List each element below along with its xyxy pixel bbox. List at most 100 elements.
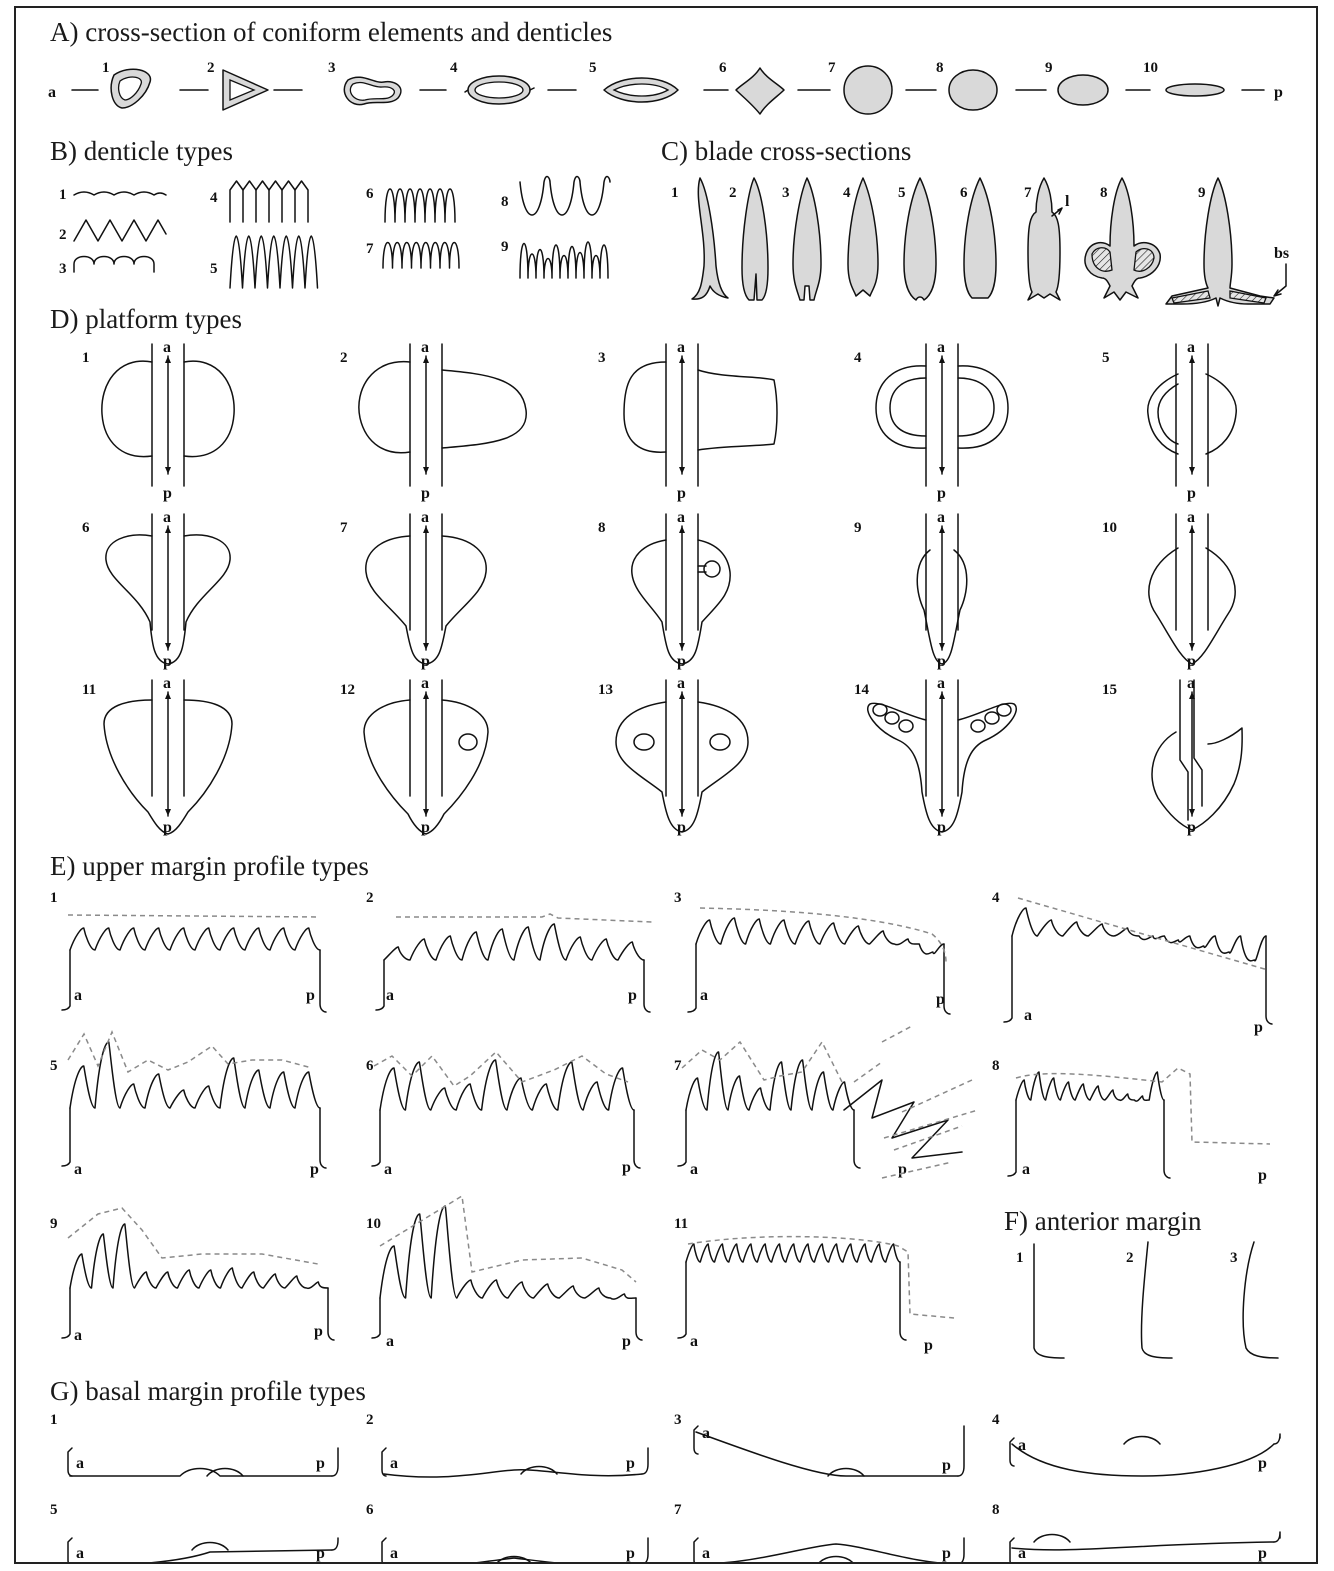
d-platform-12: ap bbox=[364, 675, 488, 836]
e-label-posterior: p bbox=[622, 1333, 631, 1350]
d-label-anterior: a bbox=[1187, 509, 1195, 526]
e-profile-number-5: 5 bbox=[50, 1058, 58, 1074]
e-anterior-margin bbox=[372, 1110, 380, 1166]
c-blade-number-8: 8 bbox=[1100, 185, 1108, 201]
e-posterior-margin bbox=[854, 1110, 860, 1168]
d-platform-1: ap bbox=[102, 339, 234, 502]
g-anterior-bracket bbox=[1010, 1438, 1014, 1466]
e-label-posterior: p bbox=[1254, 1019, 1263, 1036]
e-label-anterior: a bbox=[386, 987, 394, 1004]
d-platform-8: ap bbox=[632, 509, 730, 670]
e-anterior-margin bbox=[678, 1110, 686, 1166]
c-blade-number-4: 4 bbox=[843, 185, 851, 201]
e-profile-number-1: 1 bbox=[50, 890, 58, 906]
e-profile-3: ap bbox=[688, 908, 950, 1014]
g-label-anterior: a bbox=[76, 1455, 84, 1472]
d-platform-number-10: 10 bbox=[1102, 520, 1117, 536]
e-label-anterior: a bbox=[74, 1161, 82, 1178]
e-dashed-envelope bbox=[68, 1032, 312, 1072]
d-axis-arrow-posterior bbox=[939, 809, 945, 816]
e-label-posterior: p bbox=[898, 1161, 907, 1178]
d-label-anterior: a bbox=[421, 675, 429, 692]
e-posterior-margin bbox=[1266, 936, 1272, 1024]
d-platform-5: ap bbox=[1148, 339, 1237, 502]
g-basal-cavity bbox=[1124, 1437, 1160, 1445]
e-denticle-crown bbox=[686, 1244, 900, 1262]
g-label-anterior: a bbox=[702, 1545, 710, 1562]
e-label-posterior: p bbox=[936, 991, 945, 1008]
d-label-anterior: a bbox=[677, 339, 685, 356]
d12-pit bbox=[459, 734, 477, 750]
d-label-anterior: a bbox=[937, 339, 945, 356]
d-platform-outline bbox=[1152, 728, 1242, 830]
b-denticle-number-6: 6 bbox=[366, 186, 374, 202]
g-basal-line bbox=[384, 1558, 642, 1562]
a-shape-number-10: 10 bbox=[1143, 60, 1158, 76]
section-c-title: C) blade cross-sections bbox=[661, 136, 911, 166]
e-dashed-envelope bbox=[68, 915, 320, 917]
d-platform-9: ap bbox=[917, 509, 967, 670]
d-axis-arrow-posterior bbox=[679, 643, 685, 650]
d-label-anterior: a bbox=[421, 339, 429, 356]
g-posterior-bracket bbox=[332, 1538, 338, 1550]
d-platform-2: ap bbox=[359, 339, 526, 502]
d-label-posterior: p bbox=[1187, 485, 1196, 502]
d-platform-number-4: 4 bbox=[854, 350, 862, 366]
c7-blade bbox=[1028, 178, 1060, 300]
a6-rounded-diamond bbox=[736, 68, 784, 114]
d-platform-number-12: 12 bbox=[340, 682, 355, 698]
section-f-title: F) anterior margin bbox=[1004, 1206, 1202, 1236]
g-basal-cavity bbox=[818, 1557, 854, 1563]
e-label-posterior: p bbox=[1258, 1167, 1267, 1184]
d-platform-number-3: 3 bbox=[598, 350, 606, 366]
e-label-posterior: p bbox=[622, 1159, 631, 1176]
g-label-posterior: p bbox=[942, 1545, 951, 1562]
d-axis-arrow-posterior bbox=[1189, 643, 1195, 650]
d-label-posterior: p bbox=[163, 819, 172, 836]
d-axis-arrow-anterior bbox=[423, 526, 429, 533]
d-label-anterior: a bbox=[163, 675, 171, 692]
g-basal-line bbox=[70, 1469, 332, 1477]
g-posterior-bracket bbox=[1274, 1532, 1280, 1542]
g-profile-1: ap bbox=[68, 1448, 338, 1476]
g-basal-line bbox=[1012, 1542, 1274, 1550]
e-profile-number-3: 3 bbox=[674, 890, 682, 906]
g-profile-number-5: 5 bbox=[50, 1502, 58, 1518]
b8-spaced-denticles bbox=[520, 177, 610, 215]
b7-narrow-denticles bbox=[383, 243, 459, 269]
g-label-posterior: p bbox=[942, 1457, 951, 1474]
g-profile-number-2: 2 bbox=[366, 1412, 374, 1428]
g-basal-line bbox=[696, 1432, 958, 1476]
d-platform-number-5: 5 bbox=[1102, 350, 1110, 366]
a7-circle bbox=[844, 66, 892, 114]
d-axis-arrow-posterior bbox=[423, 643, 429, 650]
b-denticle-number-7: 7 bbox=[366, 241, 374, 257]
d14-pit-left-1 bbox=[873, 704, 887, 716]
e-anterior-margin bbox=[1008, 1100, 1016, 1176]
d14-pit-right-2 bbox=[985, 712, 999, 724]
g-anterior-bracket bbox=[694, 1538, 698, 1562]
g-profile-3: ap bbox=[694, 1425, 964, 1476]
c2-blade bbox=[742, 178, 768, 300]
e-anterior-margin bbox=[1004, 936, 1012, 1022]
d-axis-arrow-posterior bbox=[165, 467, 171, 474]
d-label-posterior: p bbox=[937, 653, 946, 670]
figure-canvas: A) cross-section of coniform elements an… bbox=[16, 8, 1316, 1562]
g-profile-number-3: 3 bbox=[674, 1412, 682, 1428]
g-label-posterior: p bbox=[1258, 1545, 1267, 1562]
e-anterior-margin bbox=[688, 944, 696, 1012]
e-profile-2: ap bbox=[376, 914, 652, 1012]
e-denticle-crown bbox=[70, 1224, 328, 1288]
d-axis-arrow-anterior bbox=[679, 526, 685, 533]
d-label-anterior: a bbox=[677, 675, 685, 692]
e-posterior-margin bbox=[328, 1288, 334, 1340]
c-blade-number-2: 2 bbox=[729, 185, 737, 201]
e-anterior-margin bbox=[678, 1262, 686, 1338]
